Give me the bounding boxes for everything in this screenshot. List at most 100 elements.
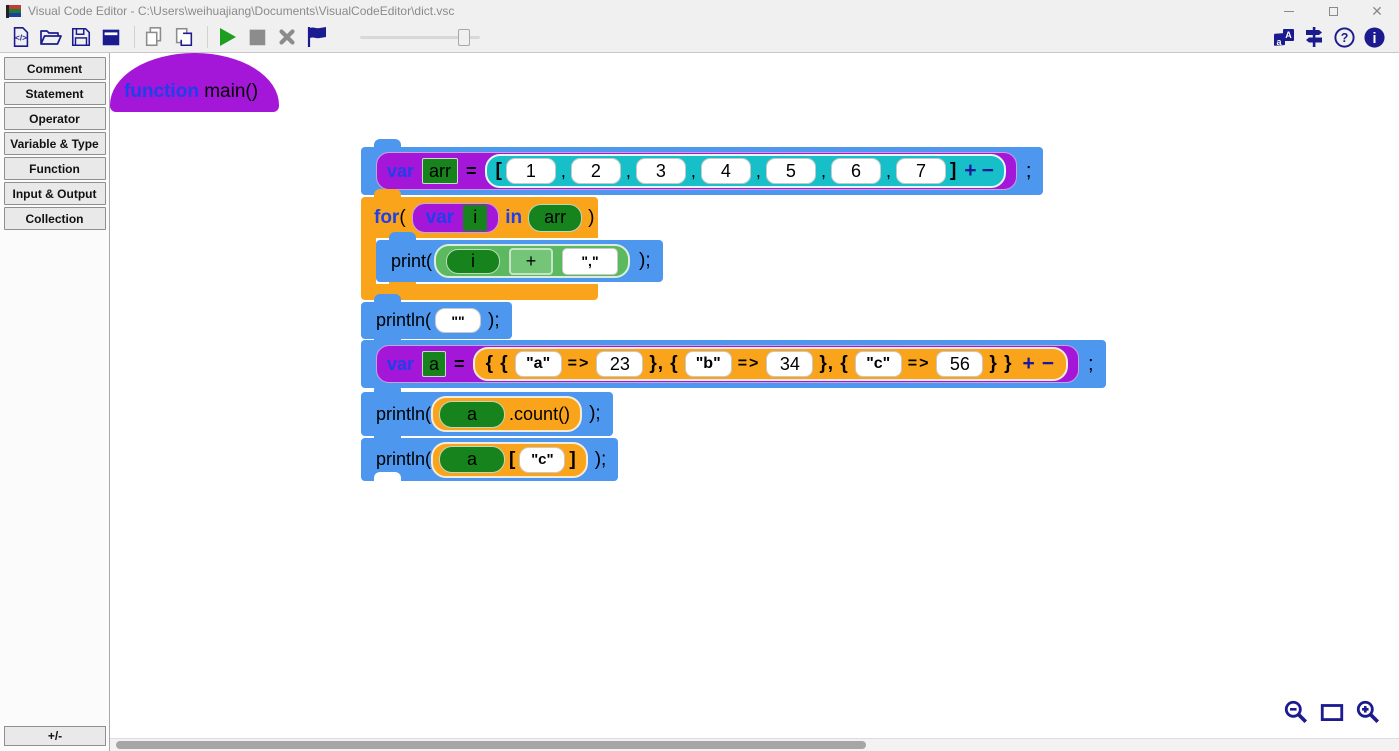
entry-separator: }, { bbox=[819, 353, 849, 374]
open-folder-icon[interactable] bbox=[38, 25, 64, 49]
sidebar-item-variable-type[interactable]: Variable & Type bbox=[3, 132, 106, 155]
zoom-fit-icon[interactable] bbox=[1319, 699, 1345, 730]
close-paren-semicolon: ); bbox=[589, 403, 601, 424]
stop-icon[interactable] bbox=[244, 25, 270, 49]
var-declaration-block[interactable]: var a = { { "a" => 23 }, { "b" => 34 }, … bbox=[376, 345, 1080, 383]
array-item-field[interactable]: 7 bbox=[895, 158, 946, 184]
new-code-file-icon[interactable]: </> bbox=[8, 25, 34, 49]
expand-collapse-button[interactable]: +/- bbox=[4, 726, 106, 746]
method-call-block[interactable]: a .count() bbox=[431, 396, 583, 432]
flag-icon[interactable] bbox=[304, 25, 330, 49]
add-item-button[interactable]: + bbox=[964, 159, 978, 182]
signpost-settings-icon[interactable] bbox=[1301, 25, 1327, 49]
array-item-field[interactable]: 2 bbox=[570, 158, 621, 184]
array-item-field[interactable]: 4 bbox=[700, 158, 751, 184]
index-key-field[interactable]: "c" bbox=[519, 446, 566, 473]
dict-key-field[interactable]: "b" bbox=[684, 351, 732, 377]
save-icon[interactable] bbox=[68, 25, 94, 49]
dict-key-field[interactable]: "a" bbox=[514, 351, 562, 377]
about-info-icon[interactable]: i bbox=[1361, 25, 1387, 49]
sidebar-item-function[interactable]: Function bbox=[3, 157, 106, 180]
maximize-button[interactable] bbox=[1311, 0, 1355, 22]
dict-value-field[interactable]: 56 bbox=[936, 351, 984, 377]
comma: , bbox=[820, 160, 826, 181]
equals-sign: = bbox=[466, 160, 477, 181]
sidebar-item-operator[interactable]: Operator bbox=[3, 107, 106, 130]
print-label: print( bbox=[391, 250, 433, 271]
var-declaration-block[interactable]: var arr = [ 1 , 2 , 3 , 4 , 5 , bbox=[376, 152, 1017, 190]
open-bracket: [ bbox=[509, 448, 516, 470]
zoom-slider[interactable] bbox=[360, 28, 480, 46]
in-keyword: in bbox=[505, 206, 523, 228]
run-icon[interactable] bbox=[214, 25, 240, 49]
toolbar-separator bbox=[207, 26, 208, 48]
variable-name-field[interactable]: a bbox=[422, 351, 447, 377]
arrow-operator: => bbox=[567, 355, 591, 372]
statement-var-a[interactable]: var a = { { "a" => 23 }, { "b" => 34 }, … bbox=[361, 332, 1106, 388]
comma: , bbox=[560, 160, 566, 181]
paste-icon[interactable] bbox=[171, 25, 197, 49]
array-item-field[interactable]: 3 bbox=[635, 158, 686, 184]
delete-icon[interactable] bbox=[274, 25, 300, 49]
zoom-slider-thumb[interactable] bbox=[458, 29, 470, 46]
function-main-hat-block[interactable]: function main() bbox=[110, 53, 279, 112]
remove-item-button[interactable]: − bbox=[981, 159, 995, 182]
statement-var-arr[interactable]: var arr = [ 1 , 2 , 3 , 4 , 5 , bbox=[361, 139, 1044, 195]
statement-println-index[interactable]: println( a [ "c" ] ); bbox=[361, 430, 619, 482]
for-loop-spine[interactable] bbox=[361, 238, 376, 284]
array-item-field[interactable]: 6 bbox=[830, 158, 881, 184]
loop-variable-field[interactable]: i bbox=[463, 204, 488, 231]
horizontal-scrollbar-thumb[interactable] bbox=[116, 741, 866, 749]
help-icon[interactable]: ? bbox=[1331, 25, 1357, 49]
sidebar-item-input-output[interactable]: Input & Output bbox=[3, 182, 106, 205]
semicolon: ; bbox=[1025, 159, 1032, 182]
zoom-slider-track[interactable] bbox=[360, 36, 480, 39]
string-literal-field[interactable]: "" bbox=[435, 308, 482, 333]
dict-value-field[interactable]: 34 bbox=[766, 351, 814, 377]
zoom-in-icon[interactable] bbox=[1355, 699, 1381, 730]
loop-list-variable[interactable]: arr bbox=[528, 203, 583, 232]
svg-text:A: A bbox=[1285, 30, 1292, 40]
statement-println-empty[interactable]: println( "" ); bbox=[361, 294, 512, 339]
archive-icon[interactable] bbox=[98, 25, 124, 49]
sidebar-item-statement[interactable]: Statement bbox=[3, 82, 106, 105]
dict-value-field[interactable]: 23 bbox=[596, 351, 644, 377]
svg-text:</>: </> bbox=[15, 34, 27, 43]
loop-var-block[interactable]: var i bbox=[411, 202, 500, 233]
for-loop-block[interactable]: for( var i in arr ) bbox=[361, 189, 598, 238]
variable-name-field[interactable]: arr bbox=[422, 158, 459, 184]
open-braces: { { bbox=[485, 353, 509, 374]
horizontal-scrollbar[interactable] bbox=[110, 738, 1399, 751]
variable-a[interactable]: a bbox=[439, 446, 506, 473]
comma: , bbox=[690, 160, 696, 181]
svg-text:?: ? bbox=[1340, 30, 1348, 44]
zoom-out-icon[interactable] bbox=[1283, 699, 1309, 730]
remove-entry-button[interactable]: − bbox=[1041, 352, 1056, 375]
dict-key-field[interactable]: "c" bbox=[854, 351, 902, 377]
close-button[interactable]: ✕ bbox=[1371, 2, 1383, 19]
code-canvas[interactable]: function main() var arr = [ 1 , 2 , 3 bbox=[110, 53, 1399, 738]
variable-a[interactable]: a bbox=[439, 400, 506, 428]
toolbar-separator bbox=[134, 26, 135, 48]
array-literal-block[interactable]: [ 1 , 2 , 3 , 4 , 5 , 6 , 7 ] bbox=[484, 154, 1006, 188]
sidebar-item-collection[interactable]: Collection bbox=[3, 207, 106, 230]
copy-icon[interactable] bbox=[141, 25, 167, 49]
statement-print[interactable]: print( i + "," ); bbox=[376, 232, 663, 282]
dictionary-literal-block[interactable]: { { "a" => 23 }, { "b" => 34 }, { "c" =>… bbox=[472, 347, 1069, 381]
entry-separator: }, { bbox=[649, 353, 679, 374]
index-access-block[interactable]: a [ "c" ] bbox=[431, 441, 588, 478]
statement-println-count[interactable]: println( a .count() ); bbox=[361, 384, 613, 436]
comma: , bbox=[885, 160, 891, 181]
plus-operator[interactable]: + bbox=[509, 247, 554, 275]
add-entry-button[interactable]: + bbox=[1022, 352, 1036, 375]
array-item-field[interactable]: 1 bbox=[505, 158, 556, 184]
svg-text:a: a bbox=[1276, 37, 1282, 47]
equals-sign: = bbox=[454, 353, 465, 374]
minimize-button[interactable] bbox=[1267, 0, 1311, 22]
string-literal-field[interactable]: "," bbox=[562, 247, 619, 275]
variable-i[interactable]: i bbox=[446, 248, 501, 274]
sidebar-item-comment[interactable]: Comment bbox=[3, 57, 106, 80]
array-item-field[interactable]: 5 bbox=[765, 158, 816, 184]
concat-expression-block[interactable]: i + "," bbox=[434, 244, 631, 278]
